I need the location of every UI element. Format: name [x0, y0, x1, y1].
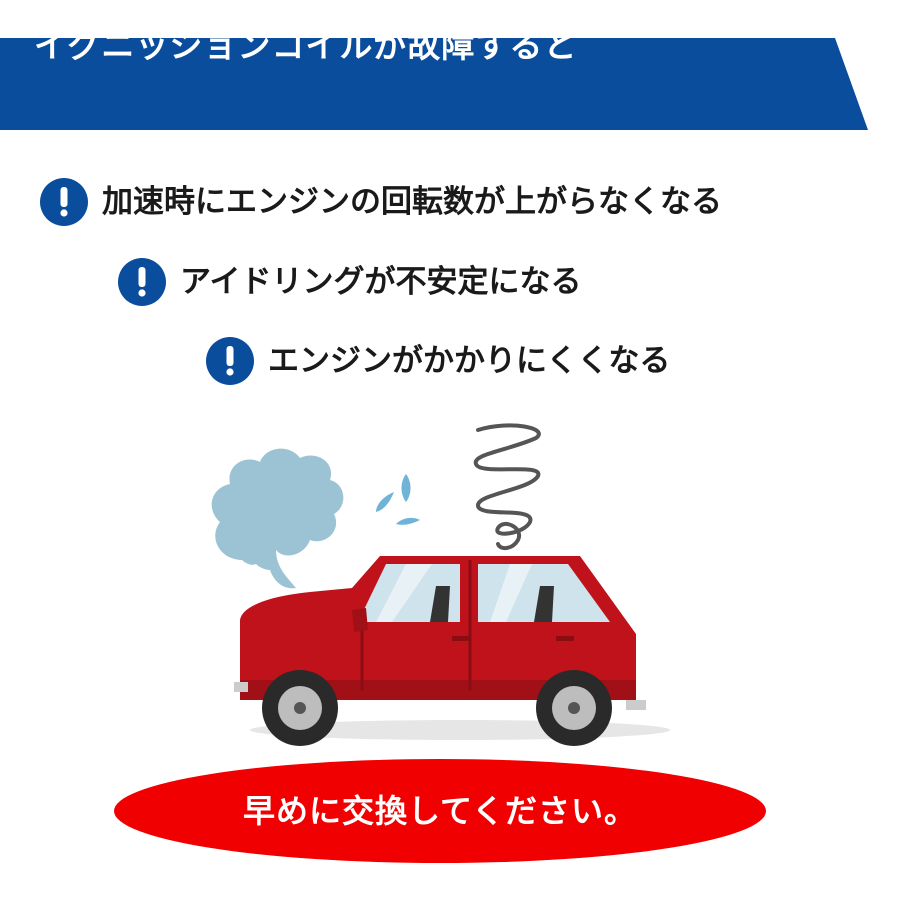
exclamation-icon [206, 337, 254, 385]
spring-icon [473, 423, 541, 551]
exclamation-icon [40, 178, 88, 226]
water-drops-icon [376, 474, 420, 525]
symptom-item: 加速時にエンジンの回転数が上がらなくなる [40, 178, 722, 226]
exclamation-icon [118, 258, 166, 306]
symptom-item: アイドリングが不安定になる [118, 258, 581, 306]
symptom-text: エンジンがかかりにくくなる [268, 343, 671, 379]
symptom-text: 加速時にエンジンの回転数が上がらなくなる [102, 184, 722, 220]
smoke-cloud-icon [211, 448, 344, 589]
replace-soon-callout: 早めに交換してください。 [114, 759, 766, 863]
callout-text: 早めに交換してください。 [242, 792, 638, 830]
symptom-text: アイドリングが不安定になる [180, 264, 582, 300]
broken-car-illustration [211, 423, 670, 746]
header-banner [0, 38, 868, 130]
car-icon [234, 556, 646, 746]
banner-title: イグニッションコイルが故障すると [34, 26, 578, 65]
symptom-item: エンジンがかかりにくくなる [206, 337, 670, 385]
